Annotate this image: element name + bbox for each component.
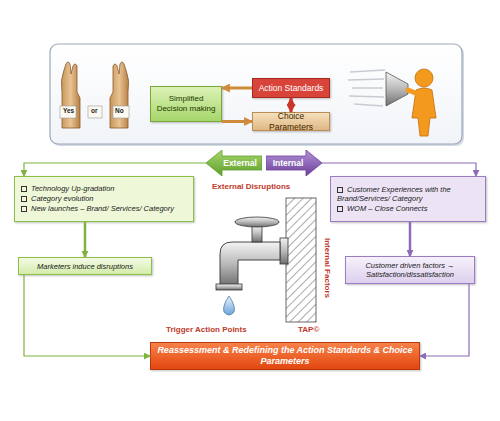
tap-illustration: [216, 198, 316, 322]
node-text: Action Standards: [255, 83, 327, 93]
list-item: Category evolution: [21, 194, 187, 203]
letter-tile: [88, 106, 102, 118]
letter-tile: [113, 106, 129, 118]
connector: [322, 163, 476, 176]
diagram-frame: [50, 44, 462, 144]
result-box: Customer driven factors → Satisfaction/d…: [345, 256, 475, 284]
internal-arrow: Internal: [266, 150, 322, 176]
tap-spout: [220, 242, 280, 286]
wooden-hand: [110, 62, 129, 128]
connector: [222, 87, 252, 90]
node-text: Marketers induce disruptions: [21, 262, 149, 271]
letter-tile: [60, 106, 76, 118]
node-text: Simplified Decision making: [153, 94, 219, 113]
tile-letter: Yes: [63, 107, 74, 114]
connector: [24, 275, 150, 356]
arrow-shape: [206, 150, 262, 176]
node-text: Choice Parameters: [255, 111, 327, 131]
connector: [409, 222, 412, 256]
megaphone-figure: [348, 69, 436, 136]
connector: [420, 284, 469, 356]
node-text: Internal: [268, 158, 308, 168]
parameters-box: Choice Parameters: [252, 112, 330, 131]
water-drop: [224, 296, 235, 315]
connector: [222, 120, 252, 123]
tap-label: TAP©: [298, 326, 319, 335]
factor-list-box: Technology Up-gradationCategory evolutio…: [14, 176, 194, 222]
tap-flange: [280, 238, 288, 264]
tile-letter: No: [115, 107, 124, 114]
outcome-box: Reassessment & Redefining the Action Sta…: [150, 342, 420, 370]
connector: [24, 163, 206, 176]
connector: [84, 222, 87, 257]
factor-label: Internal Factors: [322, 238, 331, 298]
wall: [286, 198, 316, 322]
arrow-shape: [266, 150, 322, 176]
disruption-label: External Disruptions: [212, 183, 290, 192]
sound-lines: [348, 70, 385, 106]
connector: [290, 98, 293, 112]
decision-box: Simplified Decision making: [150, 86, 222, 122]
list-item: Technology Up-gradation: [21, 184, 187, 193]
node-text: Customer driven factors → Satisfaction/d…: [350, 261, 470, 279]
list-item: WOM – Close Connects: [337, 204, 479, 213]
standards-box: Action Standards: [252, 78, 330, 98]
figure-head: [415, 69, 433, 87]
external-arrow: External: [206, 150, 262, 176]
tap-handle: [235, 217, 279, 227]
tap-nozzle: [216, 284, 242, 290]
list-item: New launches – Brand/ Services/ Category: [21, 204, 187, 213]
trigger-label: Trigger Action Points: [166, 326, 247, 335]
result-box: Marketers induce disruptions: [18, 257, 152, 275]
figure-arm: [408, 90, 418, 94]
node-text: Reassessment & Redefining the Action Sta…: [157, 345, 413, 367]
node-text: External: [220, 158, 260, 168]
tile-letter: or: [91, 107, 98, 114]
factor-list-box: Customer Experiences with the Brand/Serv…: [330, 176, 486, 222]
megaphone: [386, 72, 408, 106]
list-item: Customer Experiences with the Brand/Serv…: [337, 185, 479, 203]
tap-stem: [252, 226, 262, 242]
